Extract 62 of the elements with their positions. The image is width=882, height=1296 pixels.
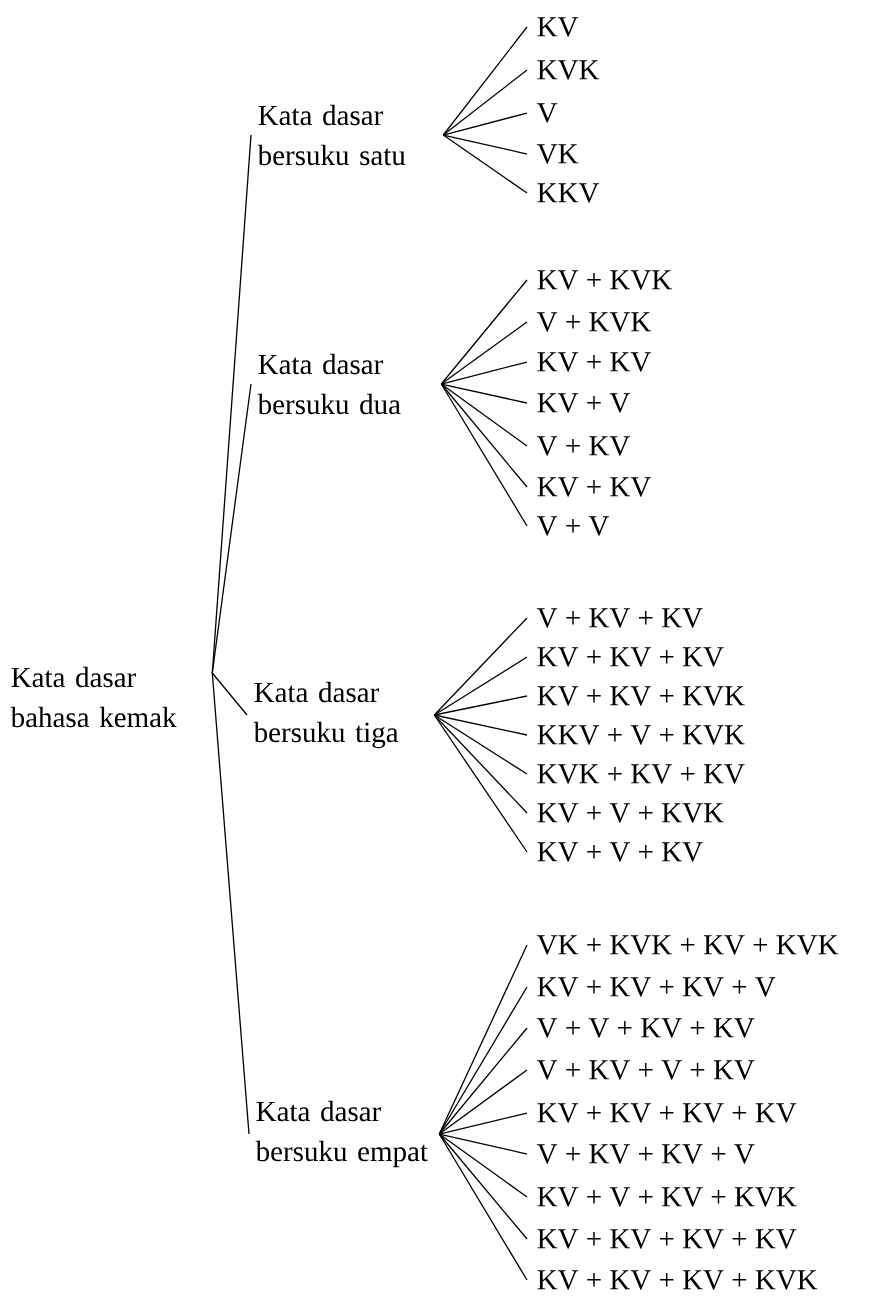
branch-line [438,1133,528,1281]
branch-line [440,383,528,488]
category-label: Kata dasar bersuku dua [257,353,401,415]
syllable-pattern: KV + KV [537,352,651,372]
syllable-pattern: KV + V + KV [537,842,703,862]
syllable-pattern: KV + KV + KV + V [537,977,776,997]
branch-line [442,112,528,136]
syllable-pattern: KVK + KV + KV [537,764,745,784]
branch-line [433,714,528,736]
syllable-pattern: V + KV + V + KV [537,1060,755,1080]
branch-line [211,672,248,716]
syllable-pattern: KV [537,17,579,37]
syllable-pattern: KV + V + KVK [537,803,724,823]
syllable-pattern: V + KVK [537,312,651,332]
syllable-pattern: VK [537,144,579,164]
branch-line [438,1069,528,1135]
syllable-pattern: KV + KV + KV + KV [537,1103,797,1123]
syllable-pattern: V + V + KV + KV [537,1018,755,1038]
syllable-pattern: V + V [537,516,610,536]
branch-line [440,383,528,447]
branch-line [440,361,528,385]
syllable-pattern: VK + KVK + KV + KVK [537,935,839,955]
branch-line [440,321,528,385]
branch-line [433,714,528,814]
branch-line [438,1133,528,1198]
syllable-pattern: KV + KV + KV + KVK [537,1270,818,1290]
syllable-pattern: KV + V + KV + KVK [537,1187,797,1207]
syllable-pattern: V + KV + KV + V [537,1144,755,1164]
branch-line [440,279,528,385]
category-label: Kata dasar bersuku tiga [253,681,399,749]
branch-line [438,1133,528,1240]
branch-line [211,672,250,1135]
syllable-pattern: V + KV + KV [537,608,703,628]
branch-line [433,617,528,716]
branch-line [438,1112,528,1135]
syllable-pattern: KV + KVK [537,270,672,290]
root-label: Kata dasar bahasa kemak [10,666,177,728]
branch-line [438,1133,528,1155]
branch-line [442,26,528,136]
syllable-pattern: KV + KV + KV [537,647,724,667]
category-label: Kata dasar bersuku satu [257,104,406,166]
branch-line [440,383,528,527]
branch-line [438,1027,528,1135]
syllable-pattern: KV + KV + KV + KV [537,1229,797,1249]
branch-line [438,986,528,1135]
branch-line [442,69,528,136]
syllable-pattern: KKV [537,183,600,203]
branch-line [442,134,528,155]
branch-line [433,695,528,716]
syllable-pattern: KV + KV [537,477,651,497]
branch-line [211,383,252,674]
syllable-pattern: V + KV [537,436,630,456]
syllable-pattern: V [537,103,558,123]
syllable-pattern: KV + KV + KVK [537,686,745,706]
category-label: Kata dasar bersuku empat [255,1100,428,1168]
branch-line [433,656,528,716]
syllable-pattern: KV + V [537,393,630,413]
branch-line [440,383,528,404]
syllable-pattern: KVK [537,60,600,80]
branch-line [442,134,528,194]
syllable-pattern: KKV + V + KVK [537,725,745,745]
branch-line [433,714,528,853]
